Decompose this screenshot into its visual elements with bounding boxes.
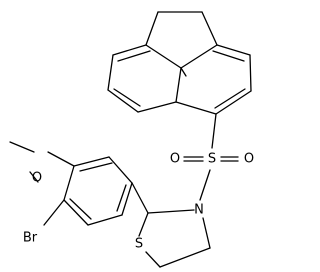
bond <box>87 214 123 226</box>
ring-sulfur-label: S <box>135 237 143 252</box>
bond <box>201 11 218 46</box>
bond <box>175 101 217 115</box>
bond <box>211 113 217 149</box>
bond <box>69 198 92 220</box>
sulfonyl-oxygen-left-label: O <box>170 152 180 167</box>
bond <box>216 44 251 56</box>
bond <box>212 50 245 62</box>
bond <box>108 156 133 184</box>
bond <box>202 217 211 249</box>
bond <box>112 44 147 56</box>
bond <box>145 251 161 268</box>
bond <box>180 67 187 77</box>
bond <box>215 90 252 115</box>
bond <box>79 162 113 172</box>
ring-nitrogen-label: N <box>194 203 204 218</box>
bond <box>145 11 159 46</box>
acenaphthene-group <box>107 11 252 115</box>
bond <box>107 54 114 91</box>
bond <box>29 171 39 183</box>
sulfonyl-group: S O O <box>170 113 254 201</box>
bond <box>214 88 246 109</box>
bromomethoxyphenyl-group: O Br <box>9 141 149 246</box>
bond <box>116 184 127 212</box>
bond <box>138 212 149 237</box>
bond <box>137 101 177 113</box>
sulfonyl-oxygen-right-label: O <box>244 152 254 167</box>
bond <box>63 165 75 201</box>
bond <box>159 247 211 268</box>
bond <box>199 169 211 201</box>
bond <box>147 209 195 214</box>
bond <box>9 141 35 153</box>
bond <box>121 182 133 216</box>
bond <box>175 67 182 103</box>
thiazolidine-ring: N S <box>135 203 211 268</box>
bond <box>180 44 218 69</box>
bond <box>117 50 151 62</box>
bond <box>113 88 141 107</box>
methoxy-oxygen-label: O <box>32 171 42 186</box>
bond <box>107 89 139 113</box>
bond <box>73 156 110 167</box>
bond <box>43 199 65 226</box>
sulfonyl-sulfur-label: S <box>208 152 216 167</box>
bond <box>131 182 149 214</box>
bond <box>249 54 252 92</box>
bond <box>145 44 182 69</box>
bromine-label: Br <box>23 231 38 246</box>
bond <box>47 151 75 167</box>
chemical-structure-diagram: S O O N S O Br <box>9 11 254 268</box>
bond <box>63 199 89 226</box>
